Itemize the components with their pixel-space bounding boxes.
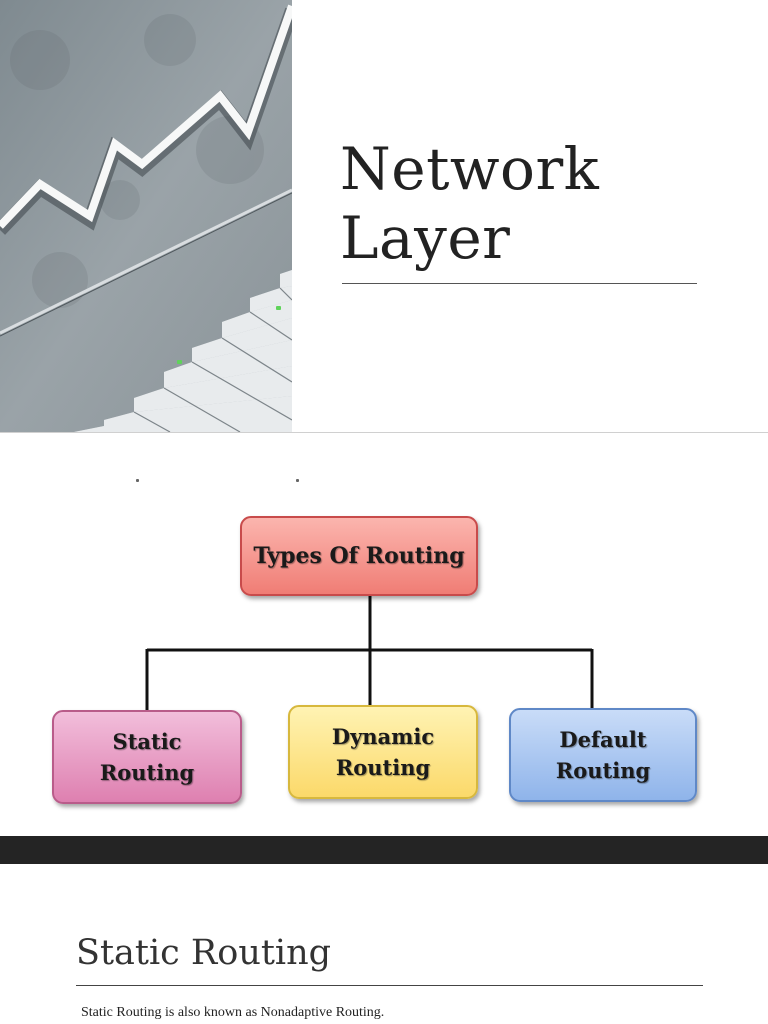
dynamic-routing-label-line1: Dynamic	[331, 724, 435, 749]
types-of-routing-label: Types Of Routing	[253, 543, 465, 569]
staircase-arrow-illustration	[0, 0, 292, 432]
slide-divider	[0, 432, 768, 433]
title-underline	[342, 283, 697, 284]
heading-underline	[76, 985, 703, 986]
title-slide: Network Layer	[0, 0, 768, 432]
slide-title: Network Layer	[340, 135, 599, 273]
title-line-2: Layer	[340, 204, 511, 272]
static-routing-box: Static Routing	[52, 710, 242, 804]
static-routing-label-line1: Static	[112, 729, 182, 754]
default-routing-box: Default Routing	[509, 708, 697, 802]
cropped-text-remnant	[130, 479, 330, 482]
static-routing-description: Static Routing is also known as Nonadapt…	[81, 1005, 385, 1020]
diagram-connectors	[145, 596, 594, 710]
types-of-routing-box: Types Of Routing	[240, 516, 478, 596]
static-routing-slide: Static Routing Static Routing is also kn…	[0, 864, 768, 1024]
title-line-1: Network	[340, 135, 600, 203]
staircase-arrow-image	[0, 0, 292, 432]
static-routing-label-line2: Routing	[99, 760, 195, 785]
dynamic-routing-label-line2: Routing	[335, 755, 431, 780]
dynamic-routing-box: Dynamic Routing	[288, 705, 478, 799]
static-routing-heading: Static Routing	[76, 933, 332, 973]
routing-diagram-slide: Types Of Routing Static Routing Dynamic …	[0, 433, 768, 836]
default-routing-label-line2: Routing	[555, 758, 651, 783]
slide-separator-bar	[0, 836, 768, 864]
default-routing-label-line1: Default	[559, 727, 647, 752]
